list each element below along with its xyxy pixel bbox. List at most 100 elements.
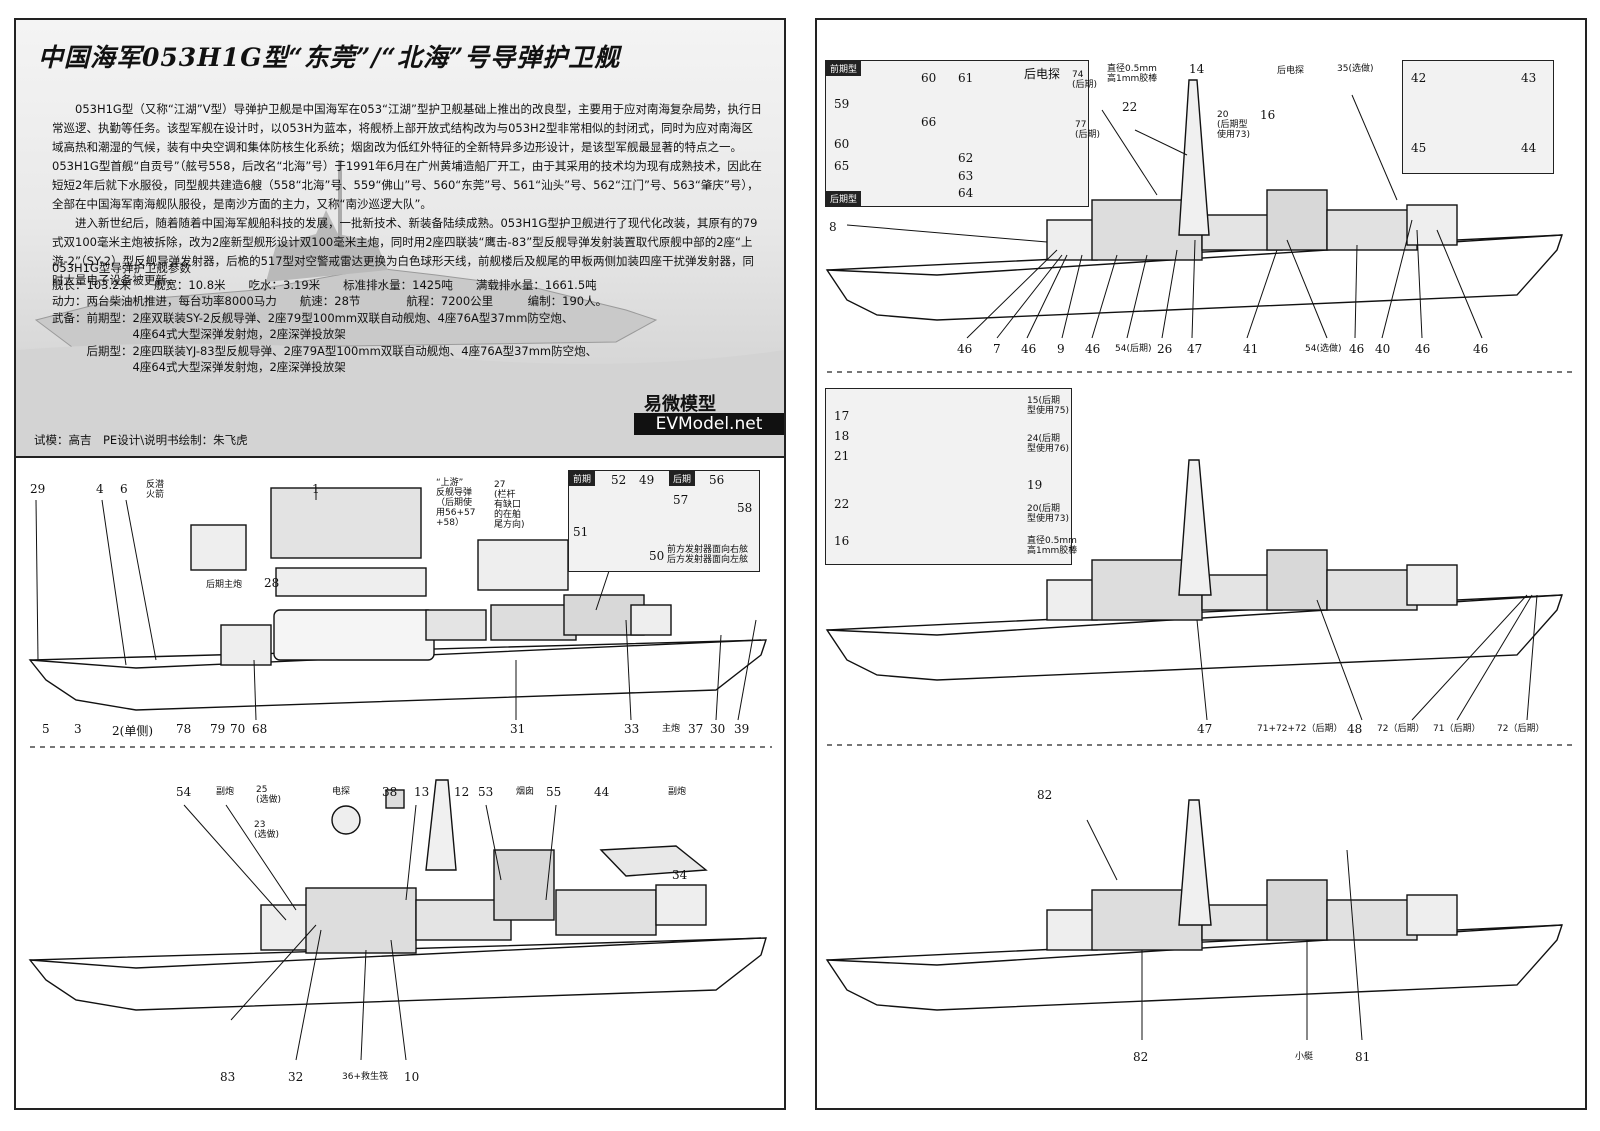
callout-16b: 16 [834,534,850,548]
tag-early-type: 前期型 [826,61,862,76]
credits: 试模：高吉 PE设计\说明书绘制：朱飞虎 [34,433,248,447]
callout-6: 6 [120,482,128,496]
callout-10: 10 [404,1070,420,1084]
brand-name: 易微模型 [644,394,716,415]
inset-foremast: 17 18 21 22 16 [825,388,1072,565]
callout-60b: 60 [834,137,850,151]
callout-rear-radar: 后电探 [1277,66,1305,76]
callout-54: 54 [176,785,192,799]
right-page: 前期型 后期型 后电探 60 59 66 60 65 61 62 63 64 7… [815,18,1587,1110]
callout-46b: 46 [1021,342,1037,356]
callout-9: 9 [1057,342,1065,356]
callout-21: 21 [834,449,850,463]
callout-66: 66 [921,115,937,129]
callout-2-single-side: 2(单侧) [112,724,153,738]
callout-61: 61 [958,71,974,85]
callout-20: 20 (后期型 使用73) [1217,110,1250,140]
callout-45: 45 [1411,141,1427,155]
callout-14: 14 [1189,62,1205,76]
callout-78: 78 [176,722,192,736]
page-title: 中国海军053H1G型“东莞”/“北海”号导弹护卫舰 [38,43,621,72]
callout-32: 32 [288,1070,304,1084]
callout-57: 57 [673,493,689,507]
callout-44: 44 [594,785,610,799]
callout-13: 13 [414,785,430,799]
callout-asw-rocket: 反潜 火箭 [146,480,165,500]
callout-58: 58 [737,501,753,515]
callout-54-late: 54(后期) [1115,344,1152,354]
callout-funnel: 烟囱 [516,787,535,797]
callout-72-late-b: 72（后期） [1497,724,1545,734]
callout-47: 47 [1187,342,1203,356]
callout-77: 77 (后期) [1075,120,1101,140]
callout-46d: 46 [1349,342,1365,356]
callout-35: 35(选做) [1337,64,1374,74]
hull-step5 [825,924,1563,1011]
callout-late-main-gun: 后期主炮 [206,580,243,590]
callout-46c: 46 [1085,342,1101,356]
callout-30: 30 [710,722,726,736]
callout-48: 48 [1347,722,1363,736]
callout-63: 63 [958,169,974,183]
callout-59: 59 [834,97,850,111]
callout-70: 70 [230,722,246,736]
callout-31: 31 [510,722,526,736]
callout-24: 24(后期 型使用76) [1027,434,1069,454]
callout-36-liferaft: 36+救生筏 [342,1072,388,1082]
brand-site: EVModel.net [634,413,784,435]
ship-photo-backdrop [16,160,784,456]
inset-missile-launchers: 前期 后期 52 49 51 50 56 57 58 前方发射器面向右舷 后方发… [568,470,760,572]
callout-small-boat: 小艇 [1295,1052,1314,1062]
callout-secondary-gun: 副炮 [216,787,235,797]
tag-late: 后期 [669,471,696,486]
callout-51: 51 [573,525,589,539]
callout-33: 33 [624,722,640,736]
callout-64: 64 [958,186,974,200]
callout-37: 37 [688,722,704,736]
left-page: 中国海军053H1G型“东莞”/“北海”号导弹护卫舰 053H1G型（又称“江湖… [14,18,786,1110]
spec-line-5: 后期型：2座四联装YJ-83型反舰导弹、2座79A型100mm双联自动舰炮、4座… [52,343,598,358]
callout-5: 5 [42,722,50,736]
callout-34: 34 [672,868,688,882]
callout-secondary-gun-2: 副炮 [668,787,687,797]
header-section: 中国海军053H1G型“东莞”/“北海”号导弹护卫舰 053H1G型（又称“江湖… [16,20,784,458]
callout-radar: 电探 [332,787,351,797]
spec-line-2: 动力：两台柴油机推进，每台功率8000马力 航速：28节 航程：7200公里 编… [52,294,608,308]
callout-22b: 22 [834,497,850,511]
callout-7: 7 [993,342,1001,356]
callout-20b: 20(后期 型使用73) [1027,504,1069,524]
callout-29: 29 [30,482,46,496]
callout-15: 15(后期 型使用75) [1027,396,1069,416]
inset-mast-detail: 42 43 45 44 [1402,60,1554,174]
callout-18: 18 [834,429,850,443]
callout-glue-rod: 直径0.5mm 高1mm胶棒 [1107,64,1158,84]
hull-step4 [825,594,1563,681]
callout-72-late-a: 72（后期） [1377,724,1425,734]
callout-16: 16 [1260,108,1276,122]
callout-26: 26 [1157,342,1173,356]
callout-49: 49 [639,473,655,487]
intro-paragraph-1: 053H1G型（又称“江湖”V型）导弹护卫舰是中国海军在053“江湖”型护卫舰基… [52,102,762,211]
callout-46e: 46 [1415,342,1431,356]
callout-79: 79 [210,722,226,736]
spec-line-4: 4座64式大型深弹发射炮，2座深弹投放架 [52,327,346,341]
callout-41: 41 [1243,342,1259,356]
callout-56: 56 [709,473,725,487]
spec-heading: 053H1G型导弹护卫舰参数 [52,261,191,275]
callout-43: 43 [1521,71,1537,85]
hull-step2 [28,937,767,1011]
spec-line-6: 4座64式大型深弹发射炮，2座深弹投放架 [52,360,346,374]
callout-25: 25 (选做) [256,785,282,805]
hull-step3 [825,234,1563,321]
callout-83: 83 [220,1070,236,1084]
callout-74: 74 (后期) [1072,70,1098,90]
callout-53: 53 [478,785,494,799]
assembly-drawings-right [825,79,1577,1041]
callout-44r: 44 [1521,141,1537,155]
callout-55: 55 [546,785,562,799]
inset-rear-radar: 前期型 后期型 后电探 60 59 66 60 65 61 62 63 64 [825,60,1089,207]
callout-23: 23 (选做) [254,820,280,840]
callout-65: 65 [834,159,850,173]
inset-title: 后电探 [1024,67,1061,81]
callout-47b: 47 [1197,722,1213,736]
